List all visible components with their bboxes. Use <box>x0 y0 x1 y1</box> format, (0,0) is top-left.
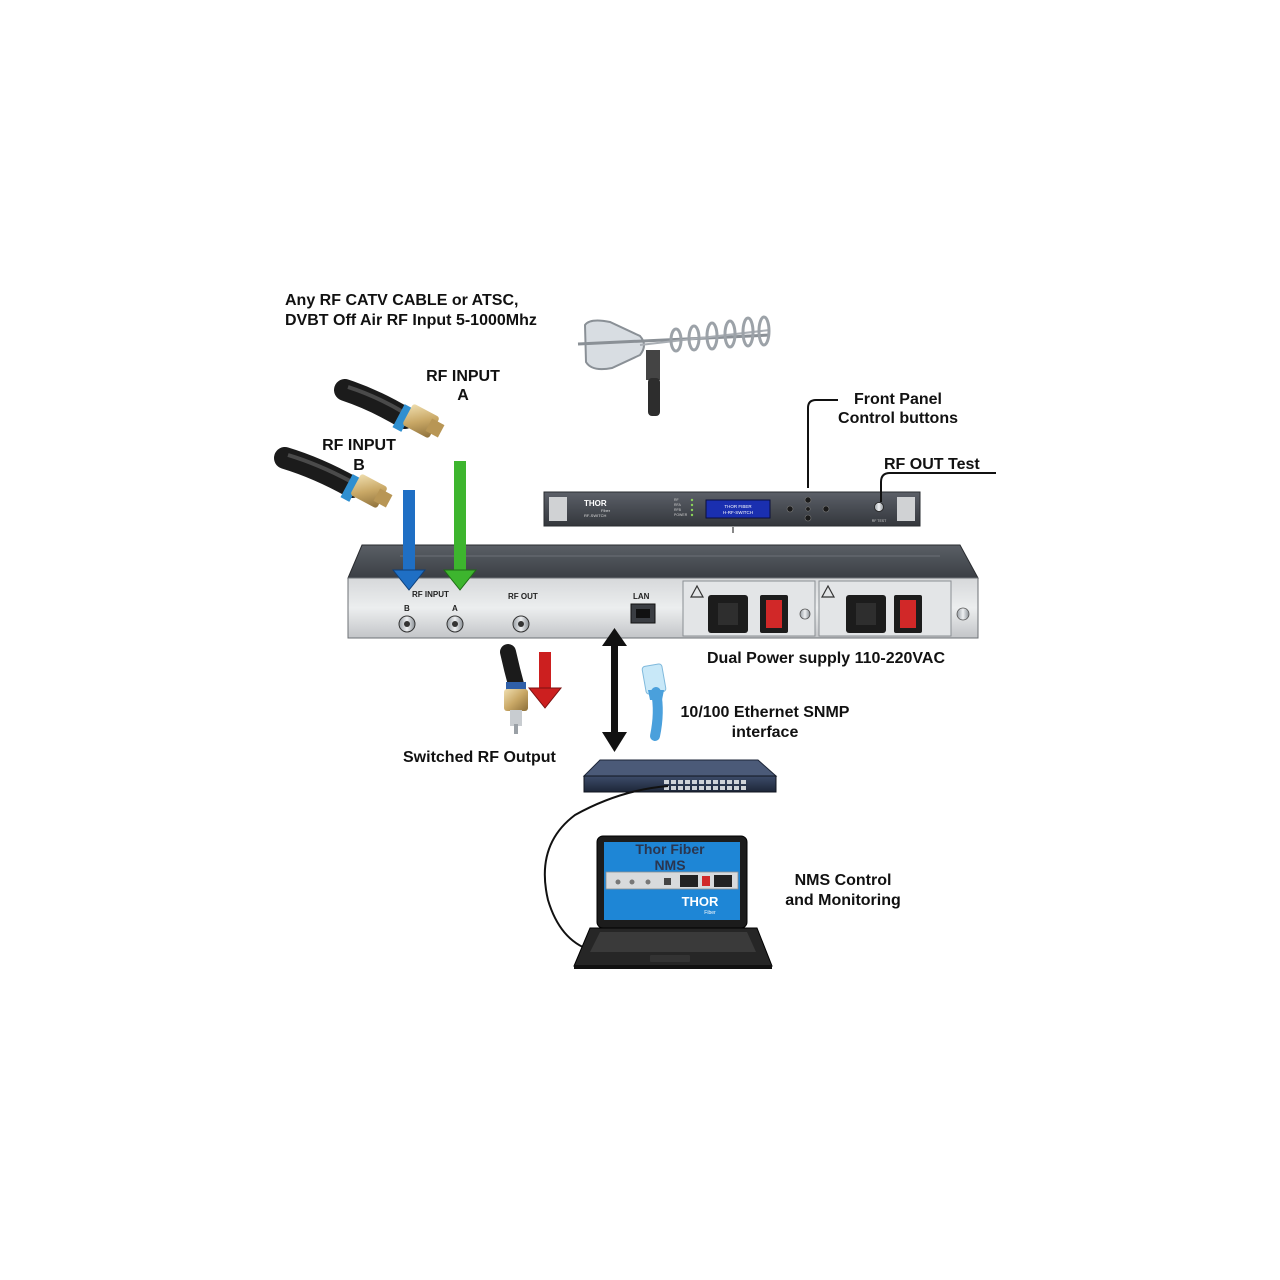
lcd-line-2: H-RF-SWITCH <box>723 510 753 515</box>
front-brand-logo: THOR Fiber RF-SWITCH <box>584 499 611 518</box>
ethernet-label-line-2: interface <box>731 724 799 741</box>
rf-out-test-label: RF OUT Test <box>884 456 980 473</box>
warning-icon <box>820 584 836 598</box>
rf-out-connector[interactable] <box>512 615 530 633</box>
dual-power-label: Dual Power supply 110-220VAC <box>707 650 946 667</box>
down-button[interactable] <box>804 514 812 522</box>
front-leds <box>690 498 694 517</box>
switched-rf-output-label: Switched RF Output <box>403 749 556 766</box>
laptop-brand-text: THOR <box>682 894 719 909</box>
source-label-line-2: DVBT Off Air RF Input 5-1000Mhz <box>285 312 537 329</box>
ethernet-label-line-1: 10/100 Ethernet SNMP <box>680 704 850 721</box>
rear-lan-label: LAN <box>633 592 650 601</box>
front-panel-device: THOR Fiber RF-SWITCH RF RFA RFB POWER TH… <box>543 491 921 527</box>
rear-rf-input-label: RF INPUT <box>412 590 449 599</box>
lan-port[interactable] <box>630 603 656 624</box>
laptop-subbrand-text: Fiber <box>704 910 716 916</box>
switch-ports <box>664 780 746 790</box>
front-brand-text: THOR <box>584 499 607 508</box>
rf-input-a-label-line-2: A <box>457 387 469 404</box>
antenna-icon <box>577 315 771 416</box>
rf-output-cable-icon <box>500 644 528 734</box>
front-control-buttons[interactable] <box>786 496 830 522</box>
rf-input-b-label-line-2: B <box>353 457 365 474</box>
front-subbrand-text: Fiber <box>601 508 611 513</box>
ground-screw-icon <box>956 607 970 621</box>
rear-port-a-label: A <box>452 604 458 613</box>
rear-rf-out-label: RF OUT <box>508 592 538 601</box>
ethernet-plug-icon <box>641 663 667 741</box>
callout-front-panel <box>807 399 838 488</box>
enter-button[interactable] <box>805 506 811 512</box>
power-supply-1 <box>682 580 816 637</box>
rf-cable-b-icon <box>274 447 393 508</box>
rf-cable-a-icon <box>334 379 445 438</box>
network-switch-icon <box>582 759 778 793</box>
rear-port-b-label: B <box>404 604 410 613</box>
power-switch-1[interactable] <box>766 600 782 628</box>
warning-icon <box>689 584 705 598</box>
front-model-text: RF-SWITCH <box>584 513 607 518</box>
laptop-screen-title-2: NMS <box>654 857 685 873</box>
arrow-lan-bidirectional <box>602 628 627 752</box>
led-label: RFB <box>674 508 682 512</box>
rf-input-b-label-line-1: RF INPUT <box>322 437 396 454</box>
left-button[interactable] <box>786 505 794 513</box>
led-label: POWER <box>674 513 688 517</box>
front-panel-label-line-2: Control buttons <box>838 410 958 427</box>
port-b-connector[interactable] <box>398 615 416 633</box>
front-led-labels: RF RFA RFB POWER <box>674 498 688 517</box>
power-supply-2 <box>818 580 952 637</box>
laptop-screen-title-1: Thor Fiber <box>635 841 705 857</box>
power-switch-2[interactable] <box>900 600 916 628</box>
source-label-line-1: Any RF CATV CABLE or ATSC, <box>285 292 519 309</box>
up-button[interactable] <box>804 496 812 504</box>
callout-rf-out-test <box>880 472 996 502</box>
nms-label-line-2: and Monitoring <box>785 892 901 909</box>
front-lcd-display <box>705 499 771 519</box>
rf-input-a-label-line-1: RF INPUT <box>426 368 500 385</box>
right-button[interactable] <box>822 505 830 513</box>
arrow-rf-input-b <box>391 490 427 591</box>
arrow-switched-rf-output <box>527 652 563 709</box>
lcd-line-1: THOR FIBER <box>724 504 752 509</box>
nms-label-line-1: NMS Control <box>794 872 892 889</box>
rear-panel-device: RF INPUT B A RF OUT LAN <box>347 544 979 639</box>
rf-test-port[interactable] <box>874 502 884 512</box>
front-panel-label-line-1: Front Panel <box>853 391 942 408</box>
rf-test-small-label: RF TEST <box>872 519 887 523</box>
port-a-connector[interactable] <box>446 615 464 633</box>
switch-to-laptop-cable <box>543 785 669 951</box>
arrow-rf-input-a <box>442 461 478 591</box>
led-label: RFA <box>674 503 681 507</box>
laptop-icon: Thor Fiber NMS THOR Fiber <box>573 835 773 969</box>
led-label: RF <box>674 498 679 502</box>
